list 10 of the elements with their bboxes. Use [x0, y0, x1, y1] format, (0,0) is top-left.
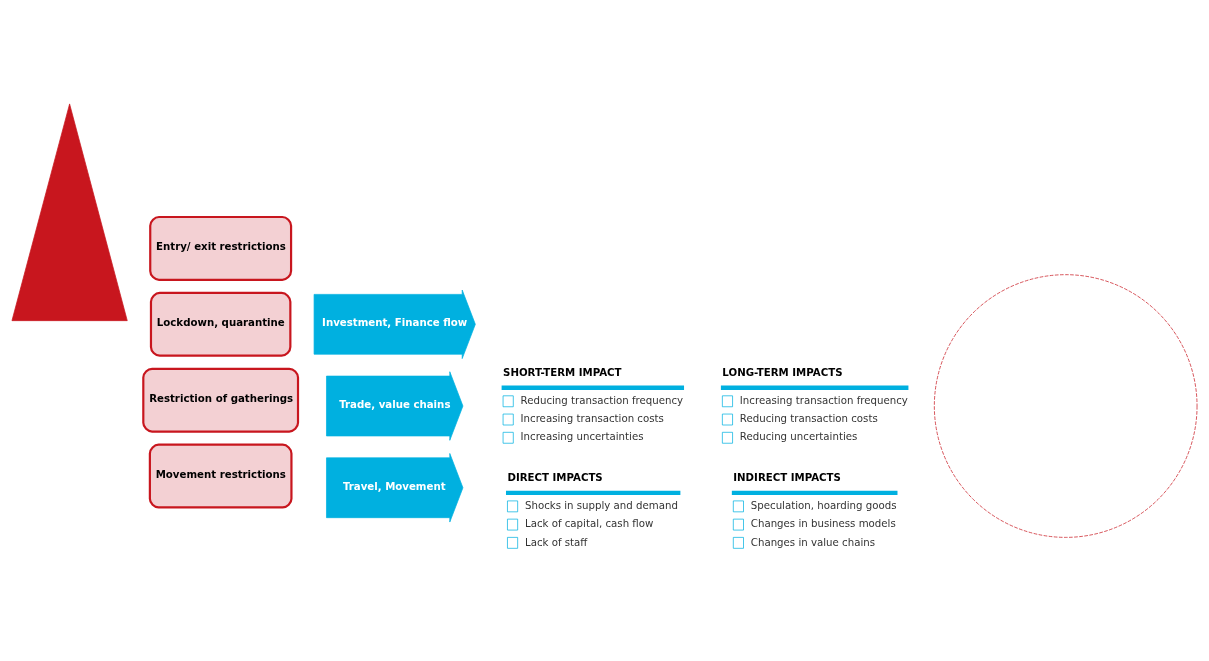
- node-box: Lockdown, quarantine: [149, 291, 292, 357]
- node-label: INDIRECT IMPACTS: [733, 472, 841, 484]
- node-circle: [933, 274, 1198, 538]
- node-box: Movement restrictions: [148, 443, 293, 509]
- node-label: LONG-TERM IMPACTS: [722, 367, 843, 379]
- node-label: SHORT-TERM IMPACT: [503, 367, 622, 379]
- node-label: DIRECT IMPACTS: [507, 472, 603, 484]
- node-box: Entry/ exit restrictions: [149, 215, 293, 281]
- node-triangle: [11, 103, 128, 321]
- node-box: Restriction of gatherings: [142, 367, 300, 433]
